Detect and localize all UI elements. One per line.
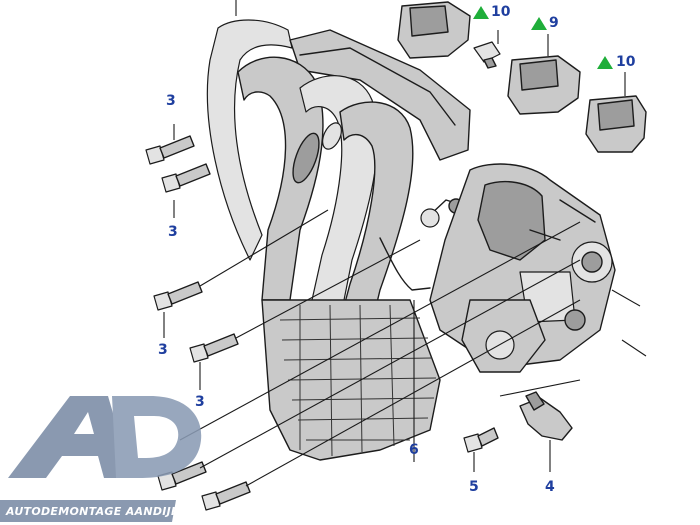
bolt bbox=[201, 481, 251, 511]
logo-banner bbox=[0, 500, 176, 522]
triangle-marker-icon bbox=[473, 6, 489, 19]
logo-letter-d bbox=[112, 396, 202, 478]
throttle-body bbox=[429, 163, 647, 373]
callout-9: 9 bbox=[549, 15, 559, 31]
triangle-marker-icon bbox=[597, 56, 613, 69]
bolt bbox=[161, 163, 211, 193]
callout-3: 3 bbox=[166, 93, 176, 109]
callout-6: 6 bbox=[409, 442, 419, 458]
intake-manifold bbox=[206, 19, 471, 461]
leader-lines bbox=[163, 0, 626, 487]
callout-5: 5 bbox=[469, 479, 479, 495]
callouts: 3 3 3 3 6 5 4 10 9 10 bbox=[158, 4, 636, 495]
callout-3: 3 bbox=[168, 224, 178, 240]
bolt bbox=[153, 281, 203, 311]
callout-3: 3 bbox=[158, 342, 168, 358]
watermark-logo: AUTODEMONTAGE AANDIJK bbox=[0, 396, 202, 522]
ignition-coils bbox=[397, 1, 647, 153]
sensor bbox=[519, 391, 573, 441]
logo-letter-a bbox=[8, 396, 132, 478]
watermark-text: AUTODEMONTAGE AANDIJK bbox=[5, 505, 181, 518]
triangle-marker-icon bbox=[531, 17, 547, 30]
callout-4: 4 bbox=[545, 479, 555, 495]
callout-10: 10 bbox=[491, 4, 511, 20]
bolt bbox=[145, 135, 195, 165]
bolt bbox=[463, 427, 499, 453]
bolt bbox=[189, 333, 239, 363]
callout-3: 3 bbox=[195, 394, 205, 410]
bolts bbox=[145, 135, 499, 511]
callout-10: 10 bbox=[616, 54, 636, 70]
